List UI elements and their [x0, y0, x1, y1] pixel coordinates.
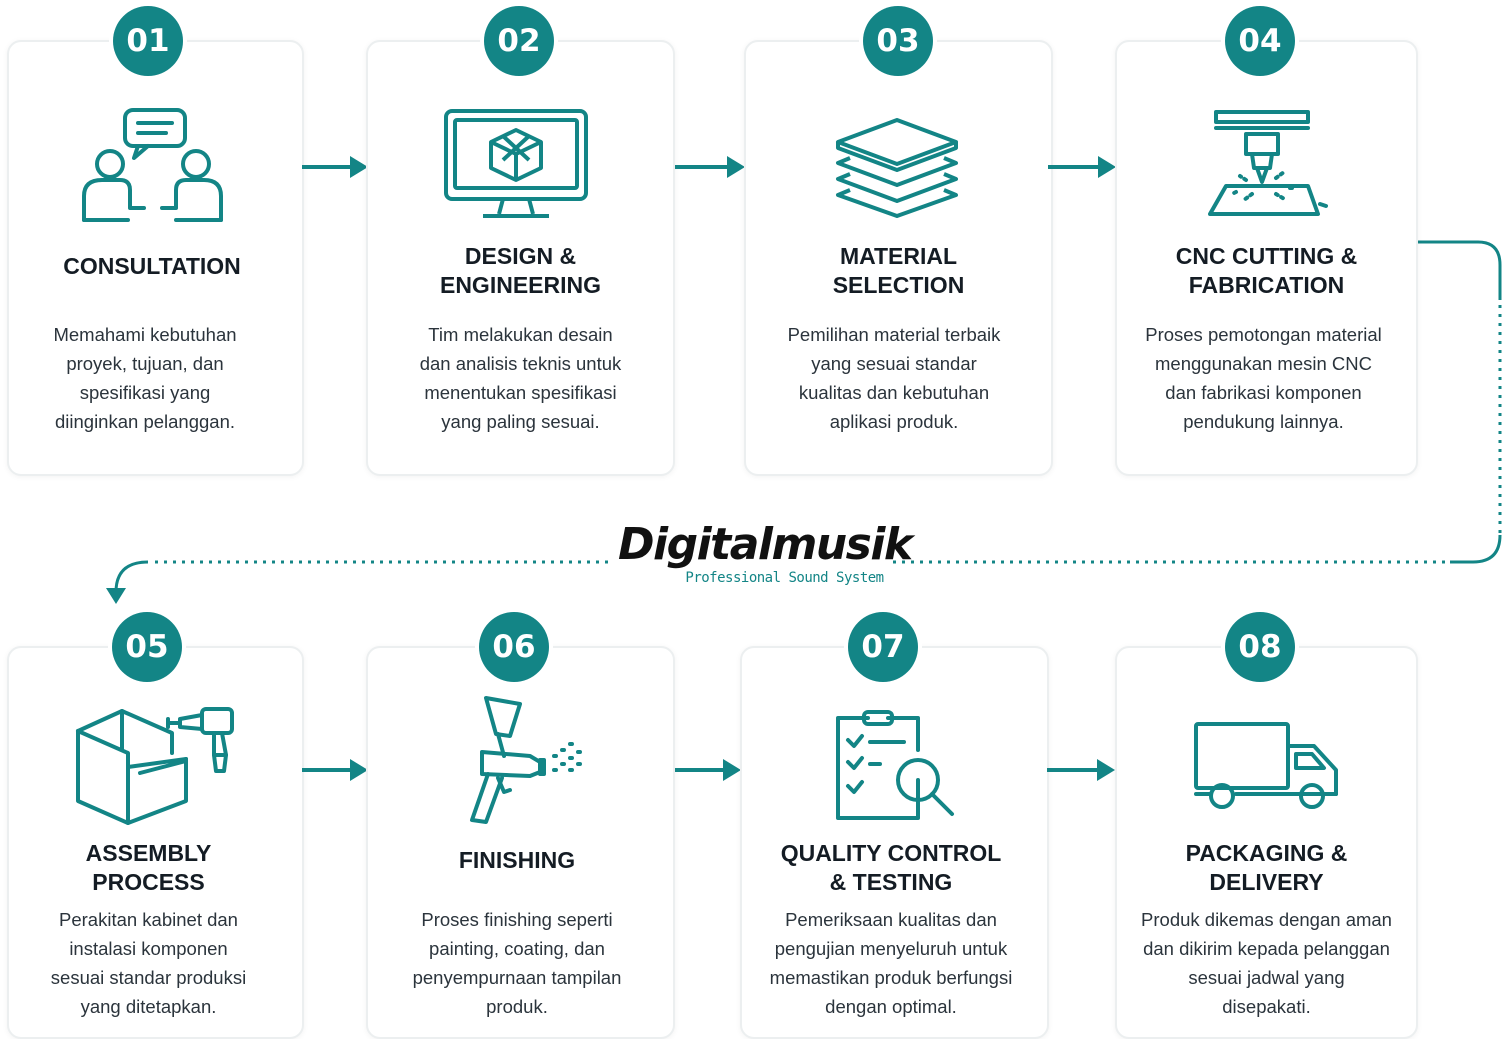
flow-arrow: [1046, 154, 1120, 180]
cabinet-drill-icon: [76, 705, 236, 827]
step-card-material-selection: [744, 40, 1053, 476]
step-number-badge: 03: [863, 6, 933, 76]
step-card-assembly: [7, 646, 304, 1039]
step-title: FINISHING: [458, 847, 576, 873]
step-description: Pemeriksaan kualitas dan pengujian menye…: [769, 909, 1013, 1017]
step-card-consultation: [7, 40, 304, 476]
step-title: PACKAGING & DELIVERY: [1185, 840, 1348, 895]
flow-arrow: [673, 154, 749, 180]
cnc-machine-icon: [1206, 106, 1332, 218]
brand-tagline: Professional Sound System: [685, 570, 884, 586]
step-title: QUALITY CONTROL & TESTING: [780, 840, 1002, 895]
step-description: Produk dikemas dengan aman dan dikirim k…: [1141, 909, 1392, 1017]
consultation-people-icon: [80, 108, 225, 226]
step-title: ASSEMBLY PROCESS: [85, 840, 212, 895]
step-number-badge: 01: [113, 6, 183, 76]
step-number-badge: 04: [1225, 6, 1295, 76]
step-title: CNC CUTTING & FABRICATION: [1175, 243, 1358, 298]
brand-logo: Digitalmusik Professional Sound System: [612, 522, 913, 594]
step-number-badge: 05: [112, 612, 182, 682]
clipboard-magnifier-icon: [834, 710, 956, 822]
step-description: Perakitan kabinet dan instalasi komponen…: [50, 909, 247, 1017]
step-description: Proses pemotongan material menggunakan m…: [1145, 324, 1382, 432]
spray-gun-icon: [458, 694, 582, 826]
step-title: DESIGN & ENGINEERING: [439, 243, 602, 298]
step-description: Tim melakukan desain dan analisis teknis…: [419, 324, 622, 432]
step-number-badge: 06: [479, 612, 549, 682]
step-description: Memahami kebutuhan proyek, tujuan, dan s…: [53, 324, 237, 432]
brand-name: Digitalmusik: [612, 522, 913, 568]
flow-arrow: [673, 757, 745, 783]
step-title: MATERIAL SELECTION: [832, 243, 965, 298]
step-description: Proses finishing seperti painting, coati…: [412, 909, 622, 1017]
material-layers-icon: [836, 118, 958, 218]
step-number-badge: 02: [484, 6, 554, 76]
step-number-badge: 08: [1225, 612, 1295, 682]
flow-arrow: [300, 757, 370, 783]
step-title: CONSULTATION: [63, 253, 241, 279]
step-card-finishing: [366, 646, 675, 1039]
step-description: Pemilihan material terbaik yang sesuai s…: [787, 324, 1001, 432]
monitor-3d-cube-icon: [443, 108, 589, 220]
step-number-badge: 07: [848, 612, 918, 682]
step-card-packaging-delivery: [1115, 646, 1418, 1039]
step-card-quality-control: [740, 646, 1049, 1039]
flow-arrow: [300, 154, 370, 180]
flow-arrow: [1045, 757, 1119, 783]
delivery-truck-icon: [1192, 720, 1340, 810]
